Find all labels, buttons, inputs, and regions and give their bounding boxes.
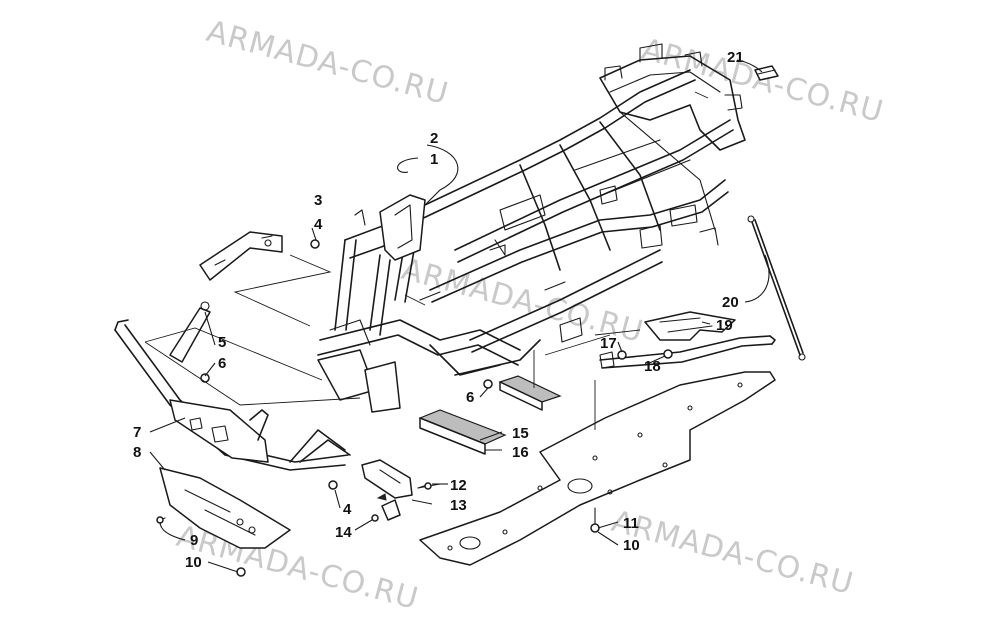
watermark-bottom-right: ARMADA-CO.RU	[608, 504, 857, 602]
callout-4-lower: 4	[343, 501, 352, 518]
front-skid-plate	[159, 467, 291, 549]
watermark-top-left: ARMADA-CO.RU	[203, 14, 452, 112]
side-rail	[599, 335, 776, 369]
small-clip	[376, 493, 401, 521]
callout-7: 7	[133, 424, 141, 441]
callout-14: 14	[335, 524, 352, 541]
callout-10-left: 10	[185, 554, 202, 571]
assembly-guides	[144, 91, 709, 430]
upper-front-bracket	[199, 231, 283, 281]
callout-6-center: 6	[466, 389, 474, 406]
main-skid-plate	[419, 371, 776, 566]
callout-16: 16	[512, 444, 529, 461]
callout-12: 12	[450, 477, 467, 494]
callout-21: 21	[727, 49, 744, 66]
leader-lines	[149, 59, 770, 573]
callout-19: 19	[716, 317, 733, 334]
callout-10-right: 10	[623, 537, 640, 554]
callout-17: 17	[600, 335, 617, 352]
callout-labels: 1 2 3 4 4 5 6 6 7 8 9 10 10 11 12 13 14 …	[133, 49, 744, 571]
callout-18: 18	[644, 358, 661, 375]
rear-bracket	[644, 311, 736, 341]
watermark-top-right: ARMADA-CO.RU	[638, 32, 887, 130]
rear-rod	[747, 215, 806, 361]
footrests	[418, 375, 562, 455]
callout-4-upper: 4	[314, 216, 323, 233]
callout-20: 20	[722, 294, 739, 311]
callout-8: 8	[133, 444, 141, 461]
callout-2: 2	[430, 130, 438, 147]
callout-13: 13	[450, 497, 467, 514]
support-rod	[169, 301, 211, 363]
callout-1: 1	[430, 151, 438, 168]
cap	[754, 65, 779, 81]
callout-15: 15	[512, 425, 529, 442]
fasteners	[156, 239, 673, 577]
main-frame	[317, 43, 746, 413]
callout-3: 3	[314, 192, 322, 209]
callout-9: 9	[190, 532, 198, 549]
callout-5: 5	[218, 334, 226, 351]
callout-6-left: 6	[218, 355, 226, 372]
callout-11: 11	[623, 515, 639, 532]
gusset-bracket	[361, 459, 431, 499]
front-bumper	[114, 319, 351, 471]
